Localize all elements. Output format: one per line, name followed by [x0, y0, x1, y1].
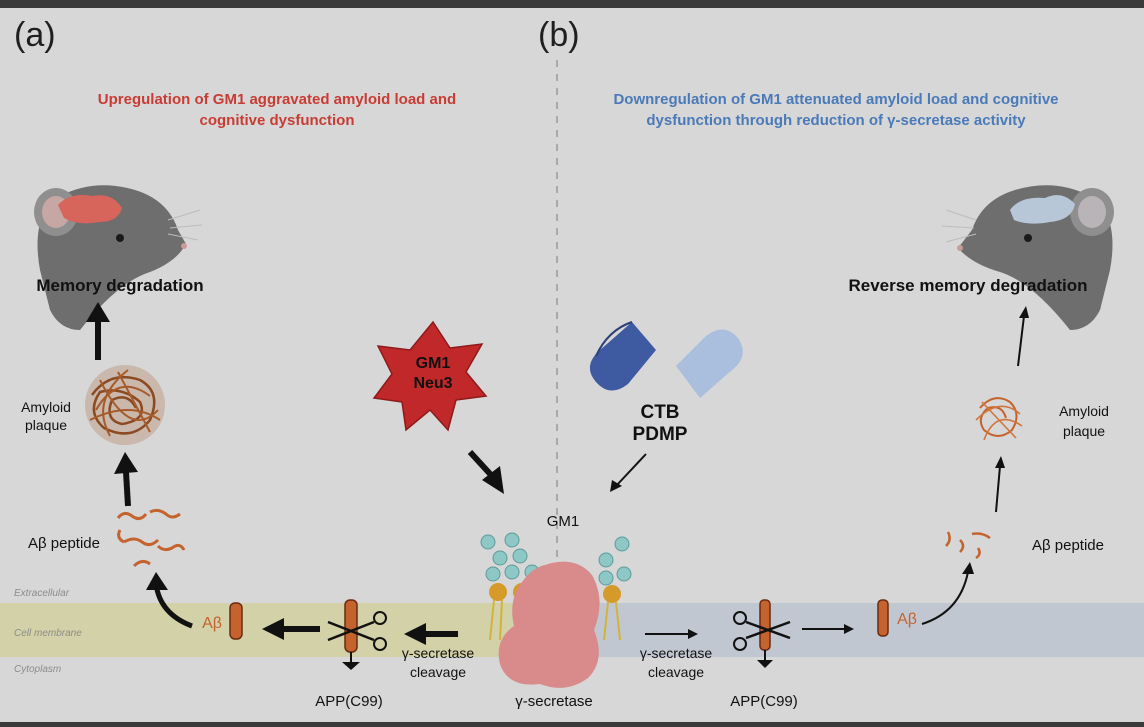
gm1-lipid-right	[598, 536, 632, 641]
arrow-ab-to-peptide	[146, 572, 193, 629]
plaque-b-label-line2: plaque	[1063, 423, 1105, 439]
app-a-label: APP(C99)	[315, 693, 383, 710]
layer-membrane: Cell membrane	[14, 628, 82, 639]
layer-cytoplasm: Cytoplasm	[14, 664, 61, 675]
gm1-label: GM1	[547, 513, 580, 530]
star-label-line1: GM1	[416, 355, 451, 372]
scissors-a-icon	[327, 611, 387, 651]
scissors-b-icon	[733, 611, 791, 651]
panel-a-title-line2: cognitive dysfunction	[199, 112, 354, 129]
ab-peptide-a-icon	[116, 508, 186, 568]
panel-b-title-line2: dysfunction through reduction of γ-secre…	[646, 112, 1026, 129]
mouse-a-illustration	[34, 185, 203, 330]
app-a-anchor	[342, 662, 360, 670]
cleavage-a-line1: γ-secretase	[402, 645, 475, 661]
drug-label-line1: CTB	[640, 402, 679, 423]
panel-label-b: (b)	[538, 16, 580, 54]
cleavage-b-line1: γ-secretase	[640, 645, 713, 661]
ab-a-bar	[229, 602, 243, 640]
mouse-b-illustration	[941, 185, 1114, 330]
ab-a-label: Aβ	[202, 615, 222, 632]
panel-a-title-line1: Upregulation of GM1 aggravated amyloid l…	[98, 91, 456, 108]
arrow-plaque-to-memory	[86, 302, 110, 360]
arrow-ab-to-peptide-b	[921, 562, 974, 625]
gm1-neu3-star-icon	[372, 320, 488, 432]
gamma-secretase-enzyme	[498, 561, 600, 688]
arrow-plaque-to-memory-b	[1017, 306, 1029, 367]
cleavage-b-line2: cleavage	[648, 664, 704, 680]
arrow-app-to-ab-b	[802, 624, 854, 634]
panel-a-outcome: Memory degradation	[36, 276, 203, 295]
plaque-a-label-line1: Amyloid	[21, 399, 71, 415]
ab-b-label: Aβ	[897, 611, 917, 628]
star-label-line2: Neu3	[413, 375, 452, 392]
ab-peptide-b-icon	[945, 531, 991, 560]
enzyme-label: γ-secretase	[515, 693, 593, 710]
arrow-enzyme-to-app-b	[645, 629, 698, 639]
panel-label-a: (a)	[14, 16, 56, 54]
panel-b-title-line1: Downregulation of GM1 attenuated amyloid…	[613, 91, 1058, 108]
app-a-bar	[344, 599, 358, 653]
plaque-a-label-line2: plaque	[25, 417, 67, 433]
arrow-enzyme-to-app-a	[404, 623, 458, 645]
peptide-b-label: Aβ peptide	[1032, 537, 1104, 554]
arrow-star-to-gm1	[467, 449, 504, 494]
app-b-anchor	[757, 660, 773, 668]
arrow-peptide-to-plaque	[114, 452, 138, 507]
amyloid-plaque-a-icon	[85, 365, 165, 445]
drug-label-line2: PDMP	[633, 424, 688, 445]
arrow-app-to-ab	[262, 618, 320, 640]
arrow-drug-to-gm1	[610, 453, 647, 492]
layer-extracellular: Extracellular	[14, 588, 70, 599]
plaque-b-label-line1: Amyloid	[1059, 403, 1109, 419]
panel-b-outcome: Reverse memory degradation	[848, 276, 1087, 295]
app-b-label: APP(C99)	[730, 693, 798, 710]
arrow-peptide-to-plaque-b	[995, 456, 1005, 513]
peptide-a-label: Aβ peptide	[28, 535, 100, 552]
cleavage-a-line2: cleavage	[410, 664, 466, 680]
capsule-icon	[589, 321, 743, 398]
amyloid-plaque-b-icon	[975, 397, 1023, 441]
app-b-bar	[759, 599, 771, 651]
ab-b-bar	[877, 599, 889, 637]
